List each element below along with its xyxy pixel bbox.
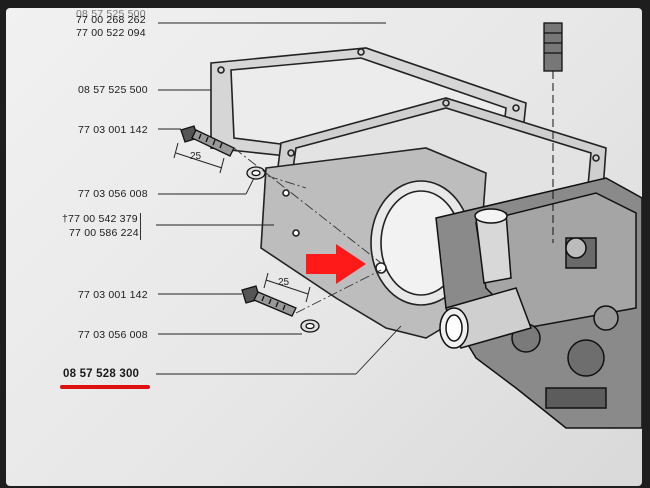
exploded-parts-drawing: 25 25 [156,22,642,429]
leader-lines [156,22,402,375]
dimension-label-upper: 25 [190,151,202,162]
highlight-underline [60,385,150,389]
washer-lower [300,319,320,333]
part-number-77-00-586-224: 77 00 586 224 [69,227,139,239]
water-outlet-pipe [439,208,532,349]
dimension-label-lower: 25 [278,277,290,288]
part-number-77-00-268-262: 77 00 268 262 [76,14,146,26]
part-number-77-03-001-142-b: 77 03 001 142 [78,289,148,301]
washer-upper [246,166,266,180]
part-number-77-03-056-008-a: 77 03 056 008 [78,188,148,200]
label-bracket [139,213,141,240]
sensor-plug [543,22,563,243]
part-number-08-57-525-500: 08 57 525 500 [78,84,148,96]
bolt-lower [241,285,297,317]
part-number-77-00-522-094: 77 00 522 094 [76,27,146,39]
part-number-top-partial: 08 57 525 500 [76,8,146,20]
part-number-77-03-001-142-a: 77 03 001 142 [78,124,148,136]
dimension-marker-upper [173,142,225,174]
part-number-77-03-056-008-b: 77 03 056 008 [78,329,148,341]
part-number-77-00-542-379: †77 00 542 379 [62,213,138,225]
part-number-08-57-528-300: 08 57 528 300 [63,368,140,380]
alignment-lines [233,147,382,314]
red-arrow-icon [306,244,366,284]
dagger-mark: † [62,213,69,225]
dimension-marker-lower [263,272,311,303]
bolt-upper [180,125,235,157]
parts-diagram-page: 25 25 08 57 525 500 77 00 268 262 77 00 … [6,8,642,486]
part-number-text: 77 00 542 379 [68,213,138,225]
